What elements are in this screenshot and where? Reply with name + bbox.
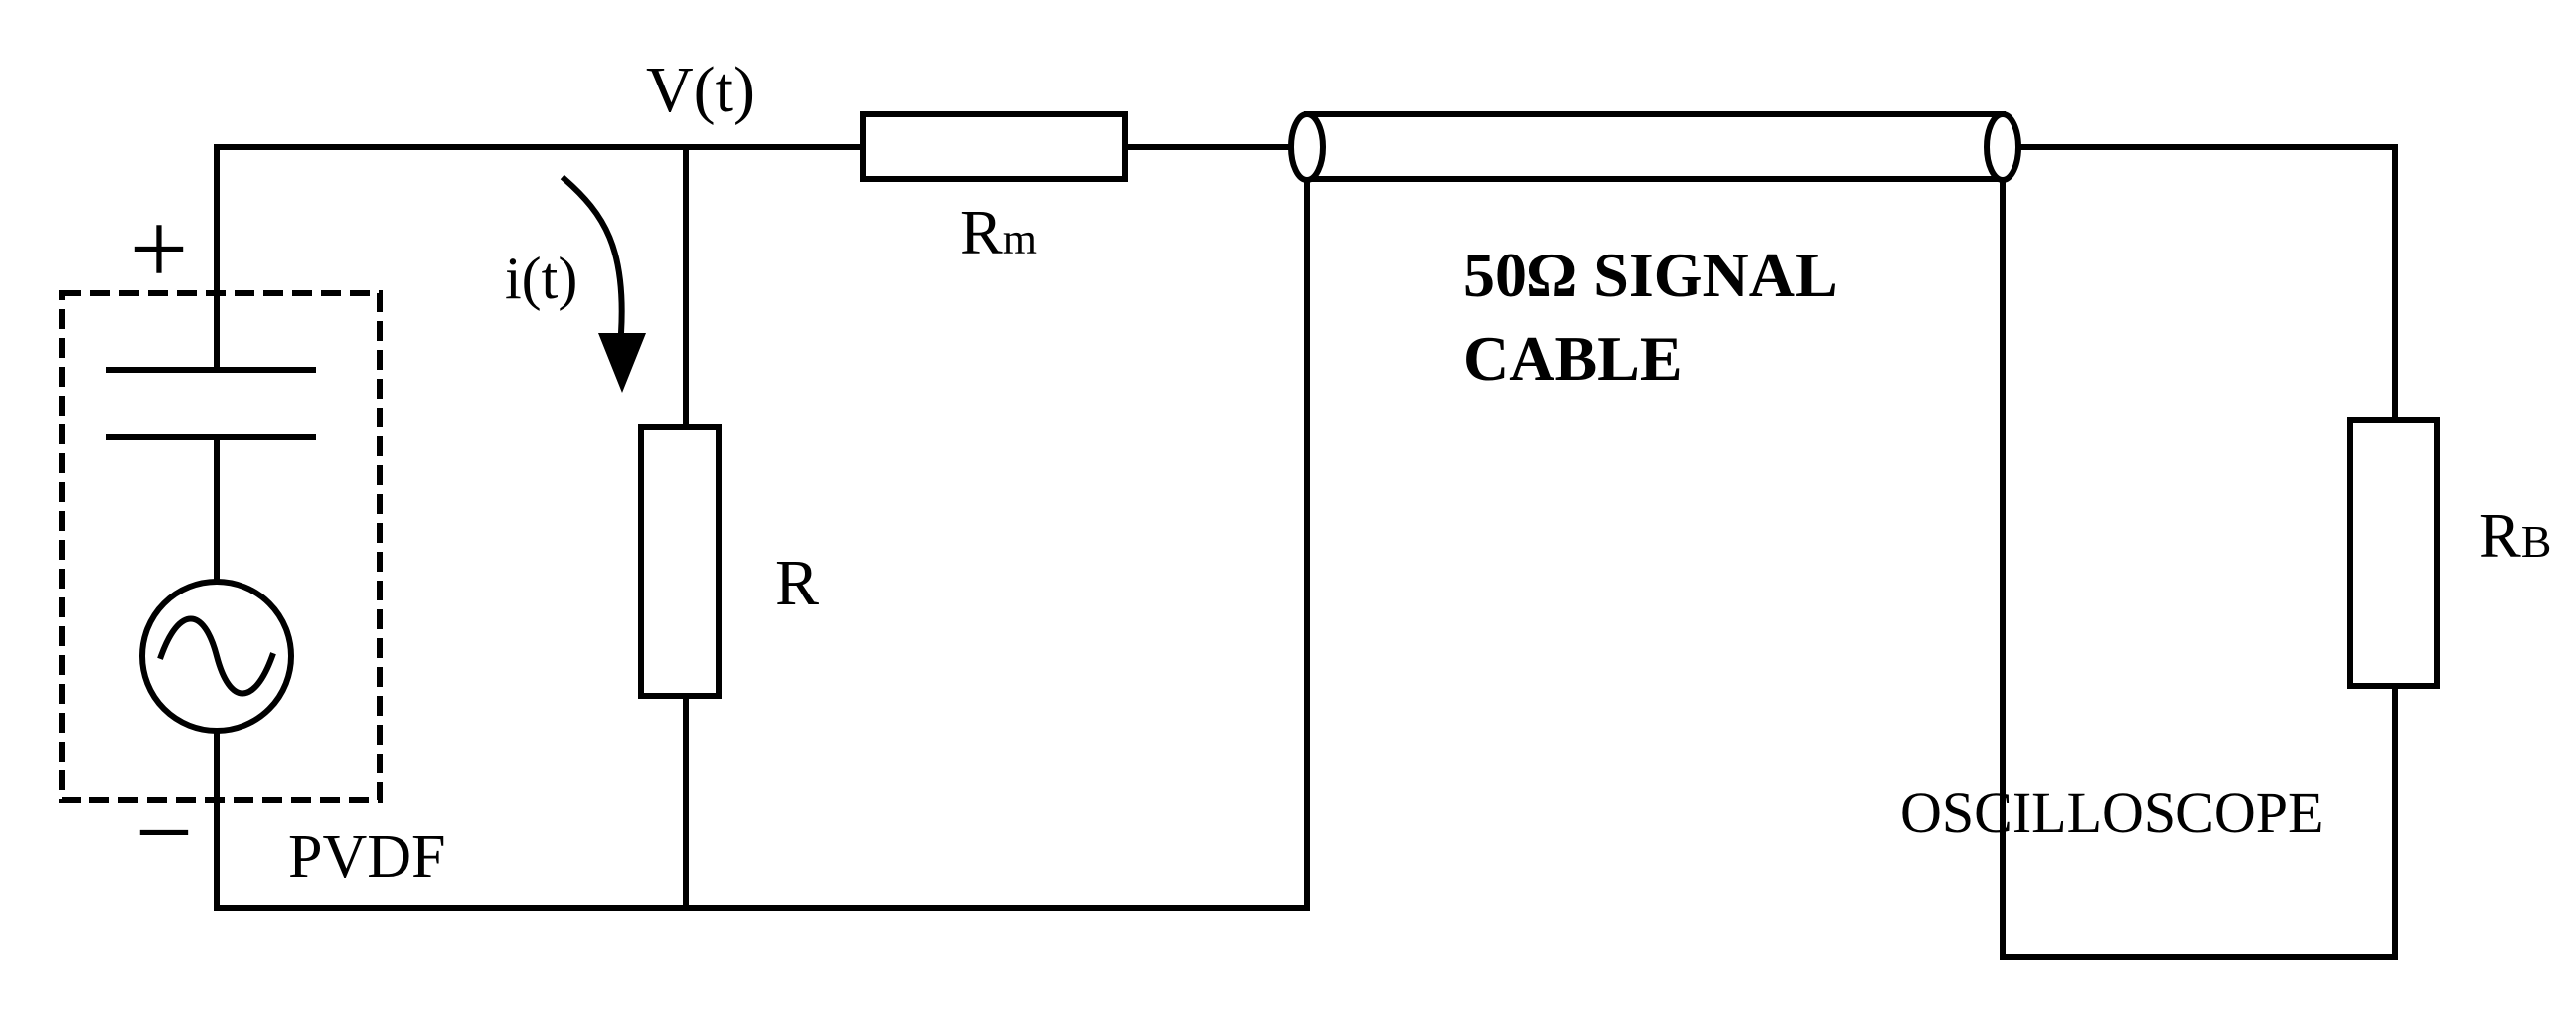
- pvdf-sensor-box: [59, 290, 383, 803]
- cable-end-left: [1288, 111, 1326, 183]
- resistor-rb: [2347, 417, 2440, 689]
- ac-source-icon: [139, 579, 294, 734]
- capacitor-icon: [106, 367, 316, 440]
- oscilloscope-label: OSCILLOSCOPE: [1900, 780, 2323, 845]
- cable-label-line2: CABLE: [1463, 323, 1683, 394]
- rm-label-main: R: [960, 197, 1003, 267]
- pvdf-label: PVDF: [288, 823, 446, 891]
- rb-label-main: R: [2479, 500, 2521, 571]
- wires: [214, 144, 2398, 960]
- resistor-r: [638, 424, 722, 699]
- minus-sign: −: [135, 775, 194, 890]
- r-label: R: [775, 547, 819, 619]
- rb-label-sub: B: [2521, 516, 2552, 567]
- current-arrow-icon: [560, 174, 646, 393]
- rm-label-sub: m: [1003, 215, 1037, 263]
- node-voltage-label: V(t): [646, 54, 755, 126]
- cable-end-right: [1984, 111, 2021, 183]
- resistor-rm: [860, 111, 1128, 182]
- coaxial-cable: [1288, 111, 2021, 183]
- cable-label-line1: 50Ω SIGNAL: [1463, 240, 1838, 310]
- current-label: i(t): [505, 246, 577, 311]
- rb-label: RB: [2479, 500, 2551, 571]
- rm-label: Rm: [960, 197, 1037, 267]
- plus-sign: +: [130, 192, 189, 306]
